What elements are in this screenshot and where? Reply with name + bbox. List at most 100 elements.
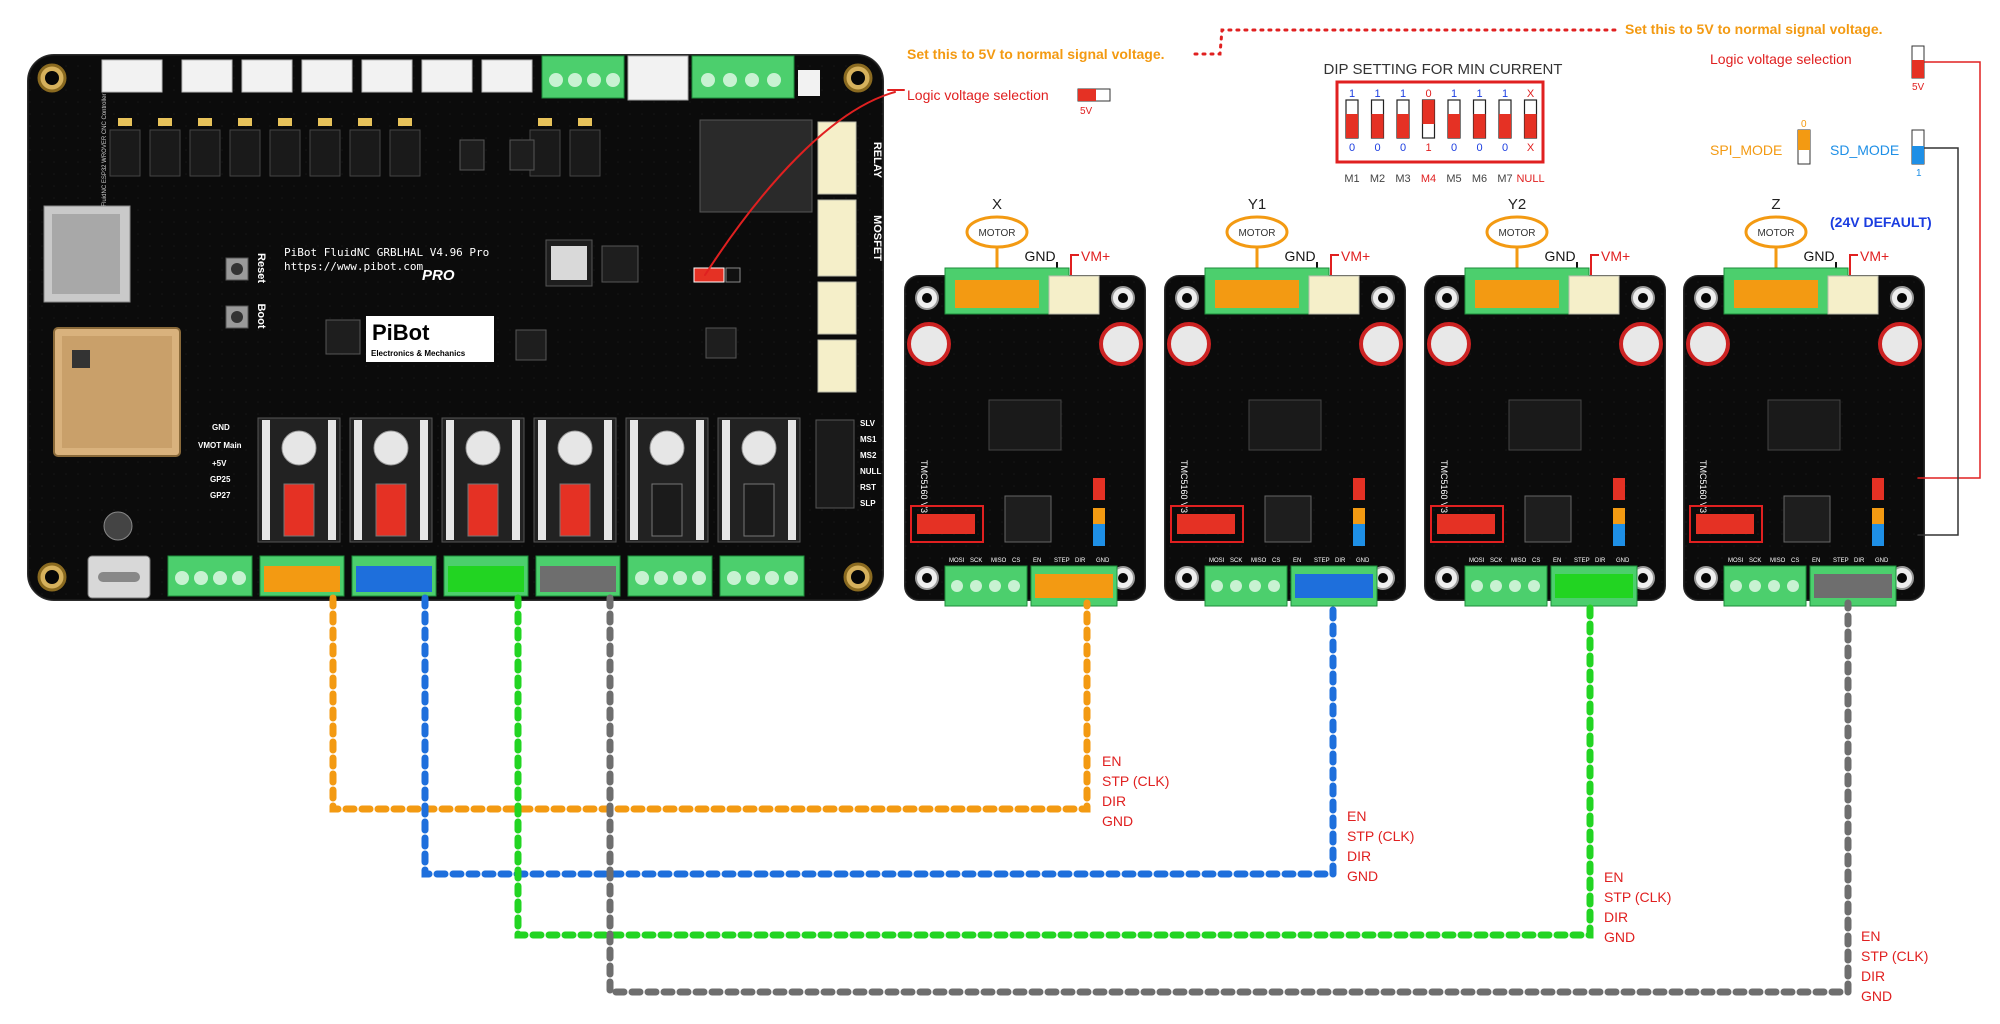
sd-mode-label: SD_MODE	[1830, 142, 1899, 158]
wire-y1	[421, 594, 1337, 878]
svg-text:GND: GND	[1347, 868, 1378, 884]
svg-text:1: 1	[1425, 142, 1431, 154]
svg-text:MS2: MS2	[860, 451, 877, 460]
svg-text:1: 1	[1349, 88, 1355, 100]
svg-text:STEP: STEP	[1314, 558, 1330, 564]
svg-text:DIR: DIR	[1347, 848, 1371, 864]
terminal-block	[627, 555, 713, 597]
svg-text:SLP: SLP	[860, 499, 876, 508]
svg-text:MISO: MISO	[991, 558, 1007, 564]
top-connectors	[101, 59, 533, 93]
board-logic-5v: 5V	[1080, 106, 1093, 117]
controller-board: RELAY MOSFET FluidNC ESP32 WROVER CNC Co…	[27, 54, 884, 601]
svg-text:MS1: MS1	[860, 435, 877, 444]
svg-text:0: 0	[1425, 88, 1431, 100]
svg-text:0: 0	[1349, 142, 1355, 154]
svg-text:NULL: NULL	[860, 467, 881, 476]
svg-text:STP (CLK): STP (CLK)	[1347, 828, 1414, 844]
voltage-default: (24V DEFAULT)	[1830, 214, 1932, 230]
board-model: PiBot FluidNC GRBLHAL V4.96 Pro	[284, 246, 489, 259]
svg-text:DIR: DIR	[1854, 558, 1865, 564]
svg-text:EN: EN	[1033, 558, 1041, 564]
board-logic-selection: Logic voltage selection	[907, 87, 1049, 103]
wire-z	[606, 594, 1852, 996]
board-edition: PRO	[422, 267, 455, 284]
svg-text:GND: GND	[1861, 988, 1892, 1004]
svg-text:DIR: DIR	[1075, 558, 1086, 564]
svg-text:0: 0	[1502, 142, 1508, 154]
svg-text:M1: M1	[1344, 173, 1359, 185]
svg-text:MOSI: MOSI	[1469, 558, 1485, 564]
terminal-block	[167, 555, 253, 597]
stepper-socket	[257, 417, 341, 543]
axis-label: Z	[1771, 196, 1780, 213]
svg-text:EN: EN	[1812, 558, 1820, 564]
gnd-label: GND	[1544, 248, 1575, 264]
svg-text:1: 1	[1374, 88, 1380, 100]
gnd-label: GND	[1024, 248, 1055, 264]
terminal-block	[535, 555, 621, 597]
svg-text:STEP: STEP	[1054, 558, 1070, 564]
svg-text:STP (CLK): STP (CLK)	[1604, 889, 1671, 905]
reset-button[interactable]	[225, 257, 249, 281]
pibot-logo: PiBot Electronics & Mechanics	[366, 316, 494, 362]
stepper-socket	[625, 417, 709, 543]
svg-text:CS: CS	[1272, 558, 1280, 564]
spi-mode-value: 0	[1801, 119, 1807, 130]
reset-label: Reset	[255, 253, 267, 283]
svg-text:EN: EN	[1553, 558, 1561, 564]
svg-text:SCK: SCK	[1230, 558, 1242, 564]
svg-text:SLV: SLV	[860, 419, 876, 428]
terminal-block	[443, 555, 529, 597]
svg-text:+5V: +5V	[212, 459, 227, 468]
gnd-label: GND	[1803, 248, 1834, 264]
svg-text:GND: GND	[1604, 929, 1635, 945]
vm-label: VM+	[1341, 248, 1370, 264]
wire-y2	[514, 594, 1594, 939]
vm-label: VM+	[1601, 248, 1630, 264]
svg-text:EN: EN	[1604, 869, 1623, 885]
svg-text:MOSI: MOSI	[949, 558, 965, 564]
svg-text:GP25: GP25	[210, 475, 231, 484]
axis-label: X	[992, 196, 1002, 213]
sd-mode-value: 1	[1916, 168, 1922, 179]
svg-text:DIR: DIR	[1335, 558, 1346, 564]
dip-title: DIP SETTING FOR MIN CURRENT	[1324, 61, 1563, 78]
dip-panel	[1335, 80, 1545, 164]
right-logic-5v: 5V	[1912, 82, 1925, 93]
svg-text:EN: EN	[1293, 558, 1301, 564]
svg-text:SCK: SCK	[1490, 558, 1502, 564]
svg-text:0: 0	[1374, 142, 1380, 154]
svg-text:1: 1	[1502, 88, 1508, 100]
svg-text:RST: RST	[860, 483, 876, 492]
svg-text:GND: GND	[212, 423, 230, 432]
svg-text:GND: GND	[1616, 558, 1630, 564]
svg-text:STP (CLK): STP (CLK)	[1861, 948, 1928, 964]
svg-text:MISO: MISO	[1511, 558, 1527, 564]
bottom-terminals	[167, 555, 805, 597]
svg-text:PiBot: PiBot	[372, 320, 430, 345]
vm-label: VM+	[1860, 248, 1889, 264]
boot-button[interactable]	[225, 305, 249, 329]
svg-text:Electronics & Mechanics: Electronics & Mechanics	[371, 349, 466, 358]
svg-text:M4: M4	[1421, 173, 1436, 185]
gnd-label: GND	[1284, 248, 1315, 264]
esp-label: FluidNC ESP32 WROVER CNC Controller	[102, 93, 108, 206]
axis-label: Y1	[1248, 196, 1266, 213]
svg-text:TMC5160 V3: TMC5160 V3	[1439, 460, 1449, 513]
spi-mode-label: SPI_MODE	[1710, 142, 1782, 158]
svg-text:DIR: DIR	[1595, 558, 1606, 564]
terminal-block	[351, 555, 437, 597]
svg-text:GND: GND	[1096, 558, 1110, 564]
